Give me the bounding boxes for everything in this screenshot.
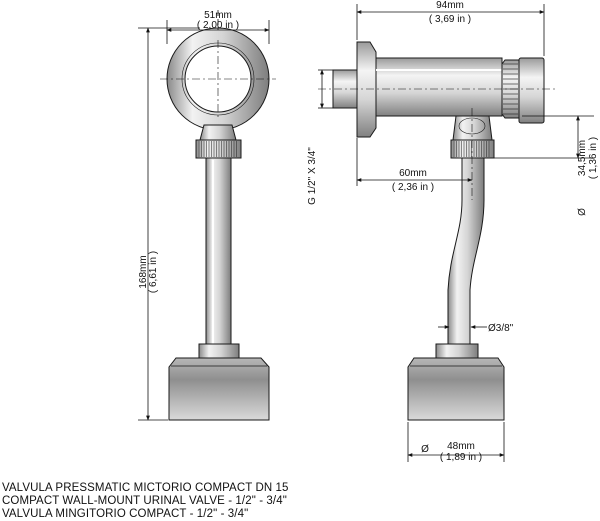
side-outlet-elbow [452, 115, 493, 141]
offset-mm: 60mm [399, 168, 427, 179]
side-width-mm: 94mm [436, 0, 464, 11]
caption-line-2: COMPACT WALL-MOUNT URINAL VALVE - 1/2" -… [2, 495, 287, 507]
thread-label: G 1/2" X 3/4" [307, 147, 318, 205]
offset-in: ( 2,36 in ) [392, 182, 434, 193]
side-view [332, 41, 545, 421]
side-flange [356, 41, 377, 138]
front-stem-tube [205, 157, 232, 359]
nut-diameter-dimension [494, 115, 594, 159]
side-knurled-nut [450, 139, 495, 159]
front-width-in: ( 2,00 in ) [197, 20, 239, 31]
height-dimension [138, 27, 200, 421]
offset-dimension [356, 138, 473, 186]
front-width-dimension [166, 10, 270, 44]
pipe-diameter-label: Ø3/8" [488, 323, 514, 334]
nut-diameter-mm: 34,5mm [577, 140, 588, 176]
thread-dimension [318, 69, 333, 109]
front-width-mm: 51mm [204, 10, 232, 21]
front-collar [198, 343, 240, 359]
caption-line-1: VALVULA PRESSMATIC MICTORIO COMPACT DN 1… [2, 482, 289, 494]
nut-diameter-in: ( 1,36 in ) [588, 137, 599, 179]
base-diameter-dimension [407, 422, 505, 462]
base-diameter-mm: 48mm [447, 441, 475, 452]
front-neck [199, 124, 237, 141]
height-in: ( 6,61 in ) [148, 251, 159, 293]
side-push-button[interactable] [518, 57, 545, 124]
side-width-in: ( 3,69 in ) [429, 14, 471, 25]
side-s-pipe [447, 157, 485, 345]
side-collar [435, 343, 479, 359]
base-diameter-symbol: Ø [421, 444, 429, 455]
side-body [375, 57, 503, 117]
base-diameter-in: ( 1,89 in ) [440, 452, 482, 463]
caption-line-3: VALVULA MINGITORIO COMPACT - 1/2" - 3/4" [2, 508, 249, 520]
front-base-cup [168, 357, 270, 421]
nut-diameter-symbol: Ø [577, 208, 588, 216]
side-base-cup [407, 357, 505, 421]
height-mm: 168mm [138, 255, 149, 288]
side-width-dimension [356, 4, 545, 56]
front-view [166, 27, 270, 421]
